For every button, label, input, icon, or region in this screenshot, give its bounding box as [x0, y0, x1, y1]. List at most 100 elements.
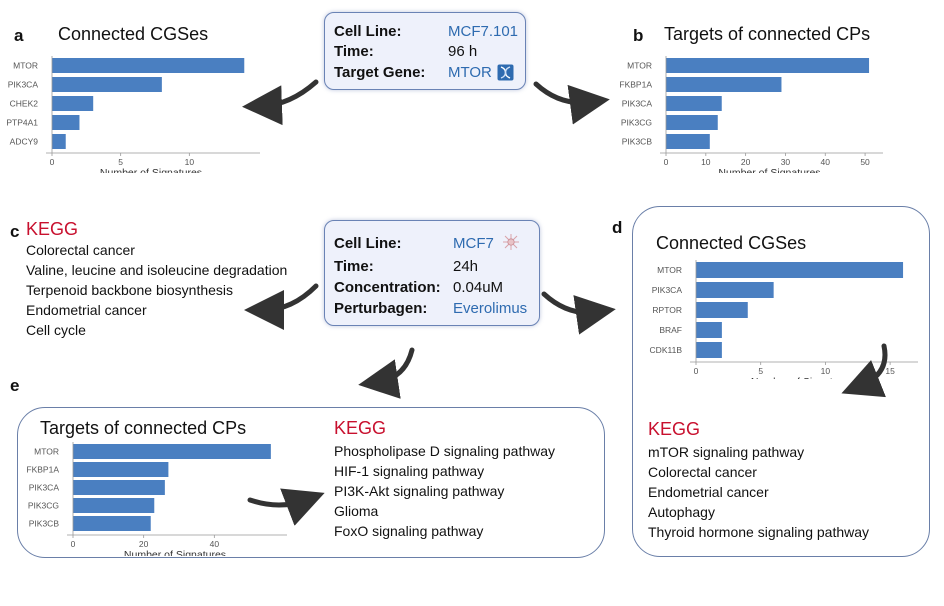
panel-c-kegg-list: Colorectal cancer Valine, leucine and is…	[26, 240, 287, 340]
bar	[696, 322, 722, 338]
panel-c-kegg-title: KEGG	[26, 219, 79, 239]
bar	[666, 96, 722, 111]
bar	[666, 58, 870, 73]
arrow-center-to-d	[541, 291, 616, 335]
bar	[666, 77, 782, 92]
x-tick-label: 0	[50, 157, 55, 167]
bar	[73, 462, 169, 477]
arrow-top-to-b	[533, 81, 610, 125]
x-tick-label: 40	[821, 157, 831, 167]
category-label: RPTOR	[652, 305, 682, 315]
panel-e-title: Targets of connected CPs	[40, 418, 247, 438]
center-query-box: Cell Line: MCF7 Time: 24h Concentration:…	[324, 220, 540, 326]
kegg-item: HIF-1 signaling pathway	[334, 463, 485, 479]
bar	[73, 480, 165, 495]
top-time-label: Time:	[334, 43, 374, 60]
top-time-value: 96 h	[448, 43, 478, 60]
x-tick-label: 0	[71, 539, 76, 549]
kegg-item: Cell cycle	[26, 322, 86, 338]
bar	[52, 134, 66, 149]
top-cell-line-label: Cell Line:	[334, 23, 402, 40]
kegg-item: Phospholipase D signaling pathway	[334, 443, 556, 459]
top-cell-line-value: MCF7.101	[448, 23, 519, 40]
bar	[73, 498, 155, 513]
panel-a-title: Connected CGSes	[58, 24, 209, 44]
x-tick-label: 20	[741, 157, 751, 167]
category-label: CHEK2	[10, 99, 39, 109]
category-label: FKBP1A	[619, 80, 652, 90]
category-label: PIK3CB	[622, 137, 653, 147]
center-cell-line-value: MCF7	[453, 235, 494, 252]
panel-d-kegg-title: KEGG	[648, 419, 701, 439]
panel-letter-b: b	[633, 26, 644, 45]
x-tick-label: 5	[758, 366, 763, 376]
bar	[696, 282, 774, 298]
top-query-box: Cell Line: MCF7.101 Time: 96 h Target Ge…	[324, 12, 526, 90]
panel-e-kegg-list: Phospholipase D signaling pathway HIF-1 …	[334, 441, 555, 541]
bar	[666, 134, 710, 149]
bar	[696, 302, 748, 318]
bar	[696, 342, 722, 358]
category-label: PTP4A1	[6, 118, 38, 128]
bar	[52, 115, 80, 130]
bar	[52, 96, 94, 111]
category-label: PIK3CA	[652, 285, 683, 295]
bar	[666, 115, 718, 130]
kegg-item: Glioma	[334, 503, 379, 519]
category-label: MTOR	[13, 61, 38, 71]
x-axis-title: Number of Signatures	[751, 376, 853, 379]
center-concentration-value: 0.04uM	[453, 279, 504, 296]
kegg-item: Terpenoid backbone biosynthesis	[26, 282, 234, 298]
category-label: FKBP1A	[26, 465, 59, 475]
x-tick-label: 20	[139, 539, 149, 549]
x-tick-label: 15	[885, 366, 895, 376]
category-label: PIK3CA	[622, 99, 653, 109]
bar	[73, 444, 271, 459]
x-tick-label: 5	[118, 157, 123, 167]
x-tick-label: 40	[210, 539, 220, 549]
center-cell-line-label: Cell Line:	[334, 235, 402, 252]
cell-icon	[503, 234, 519, 250]
dna-icon	[497, 64, 514, 81]
kegg-item: Endometrial cancer	[26, 302, 147, 318]
category-label: MTOR	[627, 61, 652, 71]
top-target-gene-value: MTOR	[448, 64, 492, 81]
panel-d-bar-chart: MTORPIK3CARPTORBRAFCDK11B051015Number of…	[650, 260, 918, 379]
kegg-item: Colorectal cancer	[648, 464, 757, 480]
category-label: PIK3CA	[8, 80, 39, 90]
panel-letter-c: c	[10, 222, 20, 241]
kegg-item: Autophagy	[648, 504, 715, 520]
panel-letter-d: d	[612, 218, 623, 237]
category-label: CDK11B	[650, 345, 683, 355]
category-label: PIK3CB	[29, 519, 60, 529]
panel-letter-a: a	[14, 26, 24, 45]
panel-letter-e: e	[10, 376, 20, 395]
bar	[52, 77, 162, 92]
kegg-item: Thyroid hormone signaling pathway	[648, 524, 870, 540]
center-time-label: Time:	[334, 258, 374, 275]
x-axis-title: Number of Signatures	[718, 167, 820, 173]
bar	[696, 262, 904, 278]
panel-d-kegg-list: mTOR signaling pathway Colorectal cancer…	[648, 442, 869, 542]
x-tick-label: 10	[821, 366, 831, 376]
category-label: BRAF	[659, 325, 682, 335]
bar	[73, 516, 151, 531]
center-concentration-label: Concentration:	[334, 279, 441, 296]
category-label: MTOR	[657, 265, 682, 275]
category-label: MTOR	[34, 447, 59, 457]
category-label: ADCY9	[10, 137, 39, 147]
kegg-item: Colorectal cancer	[26, 242, 135, 258]
kegg-item: FoxO signaling pathway	[334, 523, 484, 539]
arrow-center-to-e	[358, 347, 415, 399]
bar	[52, 58, 245, 73]
panel-e-kegg-title: KEGG	[334, 418, 387, 438]
x-tick-label: 0	[664, 157, 669, 167]
panel-d-title: Connected CGSes	[656, 233, 807, 253]
center-perturbagen-label: Perturbagen:	[334, 300, 428, 317]
x-axis-title: Number of Signatures	[124, 549, 226, 556]
x-tick-label: 10	[185, 157, 195, 167]
x-tick-label: 50	[860, 157, 870, 167]
